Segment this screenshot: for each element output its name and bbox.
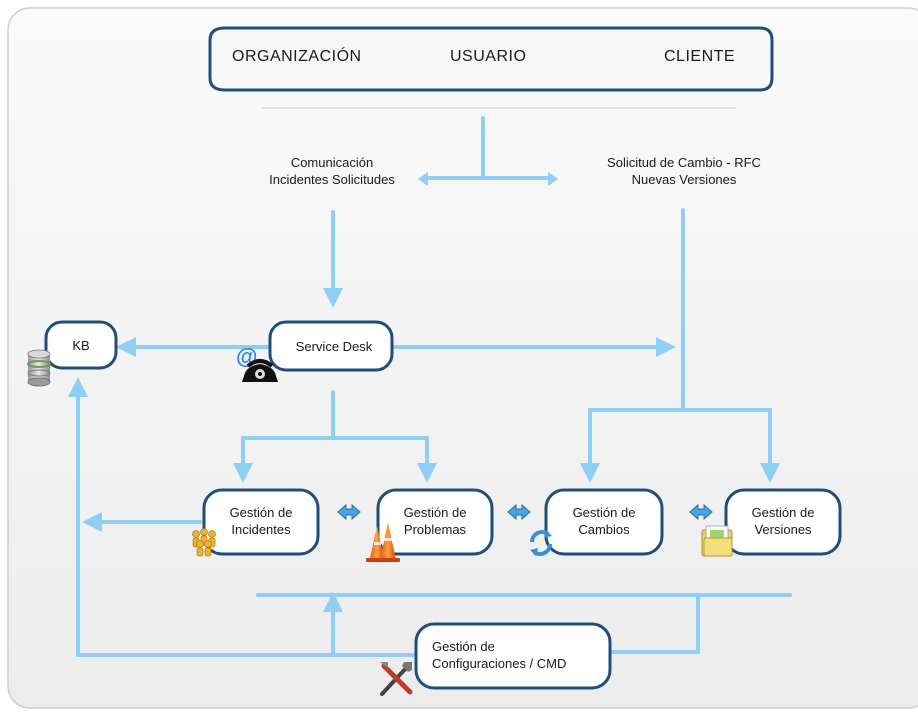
service-desk-box	[268, 320, 394, 372]
problemas-line1: Gestión de	[403, 505, 467, 520]
diagram-panel	[7, 7, 918, 709]
stakeholders-box	[208, 26, 774, 109]
incidentes-line2: Incidentes	[231, 522, 291, 537]
tools-icon	[380, 662, 413, 696]
config-line2: Configuraciones / CMD	[432, 656, 567, 671]
kb-label: KB	[72, 338, 90, 353]
folder-icon	[701, 525, 733, 557]
rfc-line2: Nuevas Versiones	[631, 172, 737, 187]
people-icon	[192, 528, 216, 557]
config-box	[414, 622, 612, 690]
svg-text:@: @	[236, 344, 257, 369]
comunicacion-line1: Comunicación	[290, 155, 374, 170]
config-label: Gestión de Configuraciones / CMD	[432, 638, 608, 672]
node-boxes	[44, 320, 842, 690]
problemas-label: Gestión de Problemas	[378, 504, 492, 538]
header-cliente: CLIENTE	[664, 48, 736, 65]
incidentes-box	[202, 488, 320, 556]
service-desk-label: Service Desk	[295, 339, 373, 354]
incidentes-label: Gestión de Incidentes	[204, 504, 318, 538]
telephone-at-icon: @	[236, 344, 278, 382]
incidentes-line1: Gestión de	[229, 505, 293, 520]
versiones-box	[724, 488, 842, 556]
rfc-line1: Solicitud de Cambio - RFC	[607, 155, 761, 170]
cambios-line1: Gestión de	[572, 505, 636, 520]
cambios-line2: Cambios	[578, 522, 630, 537]
cambios-label: Gestión de Cambios	[546, 504, 662, 538]
versiones-line1: Gestión de	[751, 505, 815, 520]
problemas-box	[376, 488, 494, 556]
header-usuario: USUARIO	[450, 48, 527, 65]
database-icon	[27, 349, 51, 387]
cambios-box	[544, 488, 664, 556]
bidirectional-arrows	[337, 172, 713, 521]
config-line1: Gestión de	[432, 639, 495, 654]
comunicacion-line2: Incidentes Solicitudes	[269, 172, 395, 187]
kb-box	[44, 320, 118, 370]
header-organizacion: ORGANIZACIÓN	[232, 48, 362, 65]
rfc-label: Solicitud de Cambio - RFC Nuevas Version…	[578, 154, 790, 188]
connectors	[68, 116, 792, 657]
versiones-label: Gestión de Versiones	[726, 504, 840, 538]
versiones-line2: Versiones	[754, 522, 812, 537]
traffic-cone-icon	[366, 522, 400, 562]
problemas-line2: Problemas	[403, 522, 467, 537]
comunicacion-label: Comunicación Incidentes Solicitudes	[232, 154, 432, 188]
refresh-icon	[530, 530, 552, 556]
